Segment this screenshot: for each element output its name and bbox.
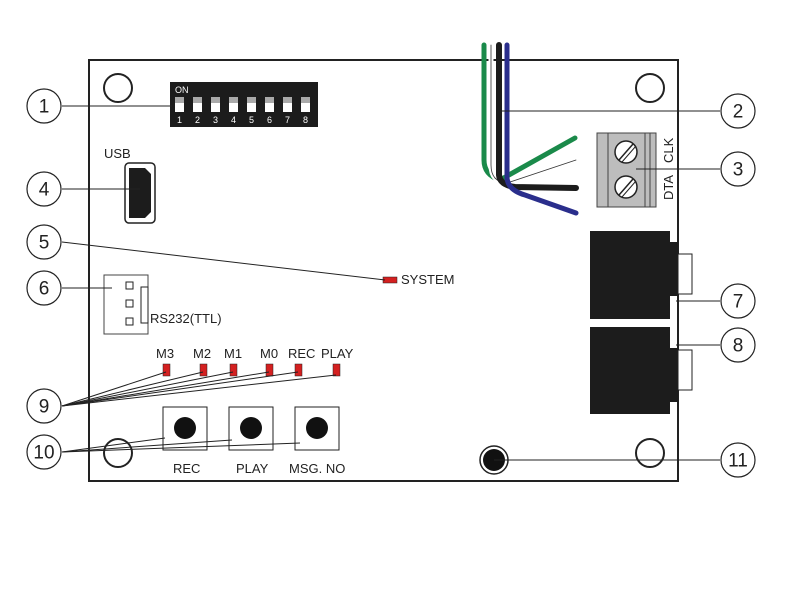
dip-switch-3[interactable]: 3 bbox=[211, 97, 220, 125]
callout-11: 11 bbox=[720, 442, 756, 478]
mounting-hole-top-right bbox=[635, 73, 665, 103]
mounting-hole-bottom-right bbox=[635, 438, 665, 468]
terminal-block[interactable] bbox=[596, 132, 657, 208]
dip-on-label: ON bbox=[175, 85, 189, 95]
led-label-rec: REC bbox=[288, 346, 315, 361]
cable-wires bbox=[481, 42, 579, 216]
led-m2 bbox=[199, 363, 208, 377]
dip-switch[interactable]: ON 1 2 3 4 5 6 7 8 bbox=[170, 82, 318, 127]
callout-number: 6 bbox=[39, 279, 50, 300]
system-label: SYSTEM bbox=[401, 272, 454, 287]
callout-6: 6 bbox=[26, 270, 62, 306]
dip-position-label: 3 bbox=[213, 115, 218, 125]
callout-7: 7 bbox=[720, 283, 756, 319]
usb-label: USB bbox=[104, 146, 131, 161]
dip-position-label: 6 bbox=[267, 115, 272, 125]
callout-number: 1 bbox=[39, 97, 50, 118]
led-label-m2: M2 bbox=[193, 346, 211, 361]
jack-7[interactable] bbox=[590, 231, 693, 319]
msg-no-button-label: MSG. NO bbox=[289, 461, 345, 476]
usb-port[interactable] bbox=[124, 162, 156, 224]
msg-no-button[interactable] bbox=[294, 406, 340, 451]
rec-button-label: REC bbox=[173, 461, 200, 476]
dip-position-label: 1 bbox=[177, 115, 182, 125]
leader-lines bbox=[61, 105, 720, 461]
led-m0 bbox=[265, 363, 274, 377]
dip-position-label: 8 bbox=[303, 115, 308, 125]
led-m1 bbox=[229, 363, 238, 377]
callout-number: 7 bbox=[733, 292, 744, 313]
dta-label: DTA bbox=[661, 175, 676, 200]
jack-8[interactable] bbox=[590, 327, 693, 414]
led-play bbox=[332, 363, 341, 377]
led-m3 bbox=[162, 363, 171, 377]
dip-position-label: 7 bbox=[285, 115, 290, 125]
led-label-play: PLAY bbox=[321, 346, 354, 361]
rs232-connector[interactable] bbox=[103, 274, 149, 335]
callout-10: 10 bbox=[26, 434, 62, 470]
callout-number: 5 bbox=[39, 233, 50, 254]
callout-number: 11 bbox=[728, 451, 748, 472]
callout-5: 5 bbox=[26, 224, 62, 260]
dip-switch-5[interactable]: 5 bbox=[247, 97, 256, 125]
dip-switch-6[interactable]: 6 bbox=[265, 97, 274, 125]
callout-9: 9 bbox=[26, 388, 62, 424]
callout-number: 9 bbox=[39, 397, 50, 418]
dip-switch-2[interactable]: 2 bbox=[193, 97, 202, 125]
dip-position-label: 4 bbox=[231, 115, 236, 125]
led-rec bbox=[294, 363, 303, 377]
dip-position-label: 2 bbox=[195, 115, 200, 125]
callout-4: 4 bbox=[26, 171, 62, 207]
callout-8: 8 bbox=[720, 327, 756, 363]
dip-switch-8[interactable]: 8 bbox=[301, 97, 310, 125]
system-led bbox=[382, 276, 398, 284]
play-button[interactable] bbox=[228, 406, 274, 451]
callout-number: 10 bbox=[33, 443, 54, 464]
callout-number: 4 bbox=[39, 180, 50, 201]
callout-number: 3 bbox=[733, 160, 744, 181]
callout-number: 2 bbox=[733, 102, 744, 123]
led-label-m1: M1 bbox=[224, 346, 242, 361]
rs232-label: RS232(TTL) bbox=[150, 311, 222, 326]
dip-switch-4[interactable]: 4 bbox=[229, 97, 238, 125]
callout-2: 2 bbox=[720, 93, 756, 129]
led-label-m0: M0 bbox=[260, 346, 278, 361]
play-button-label: PLAY bbox=[236, 461, 269, 476]
callout-3: 3 bbox=[720, 151, 756, 187]
rec-button[interactable] bbox=[162, 406, 208, 451]
dip-position-label: 5 bbox=[249, 115, 254, 125]
callouts: 1 2 3 4 5 6 7 8 9 10 11 bbox=[26, 88, 756, 478]
dip-switch-7[interactable]: 7 bbox=[283, 97, 292, 125]
clk-label: CLK bbox=[661, 137, 676, 163]
led-label-m3: M3 bbox=[156, 346, 174, 361]
dip-switch-1[interactable]: 1 bbox=[175, 97, 184, 125]
mounting-hole-top-left bbox=[103, 73, 133, 103]
callout-1: 1 bbox=[26, 88, 62, 124]
mounting-hole-bottom-left bbox=[103, 438, 133, 468]
callout-number: 8 bbox=[733, 336, 744, 357]
status-leds: M3 M2 M1 M0 REC PLAY bbox=[156, 346, 354, 377]
